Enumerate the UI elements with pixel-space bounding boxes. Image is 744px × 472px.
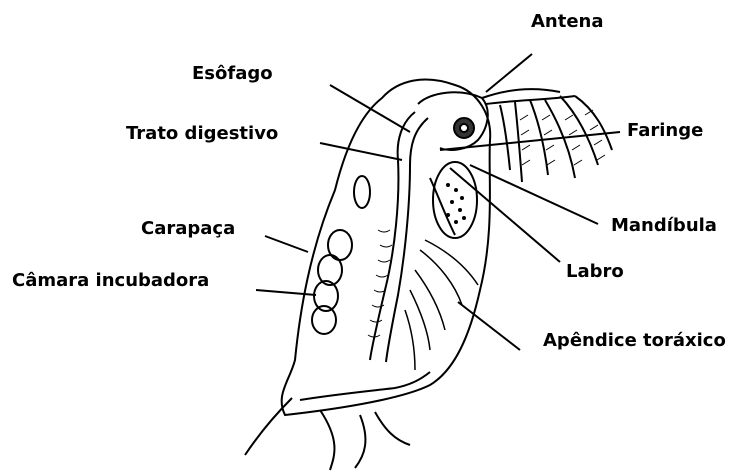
label-camara-incubadora: Câmara incubadora (12, 271, 209, 291)
leader-lines (256, 54, 620, 350)
label-esofago: Esôfago (192, 64, 273, 84)
mouthparts (430, 162, 477, 238)
mandible-texture (446, 183, 466, 224)
gut-texture (368, 230, 392, 337)
trato-digestivo-leader (320, 143, 402, 160)
label-trato-digestivo: Trato digestivo (126, 124, 278, 144)
label-carapaca: Carapaça (141, 219, 235, 239)
label-mandibula: Mandíbula (611, 216, 717, 236)
label-antena: Antena (531, 12, 604, 32)
antena-leader (486, 54, 532, 92)
digestive-tract (370, 112, 428, 362)
camara-incubadora-leader (256, 290, 316, 295)
label-faringe: Faringe (627, 121, 703, 141)
apendice-toraxico-leader (458, 302, 520, 350)
label-labro: Labro (566, 262, 624, 282)
carapace-outline (245, 79, 490, 470)
carapaca-leader (265, 236, 308, 252)
thoracic-appendages (405, 240, 478, 370)
label-apendice-toraxico: Apêndice toráxico (543, 331, 726, 351)
brood-chamber (312, 176, 370, 334)
tail-spine (300, 372, 430, 400)
